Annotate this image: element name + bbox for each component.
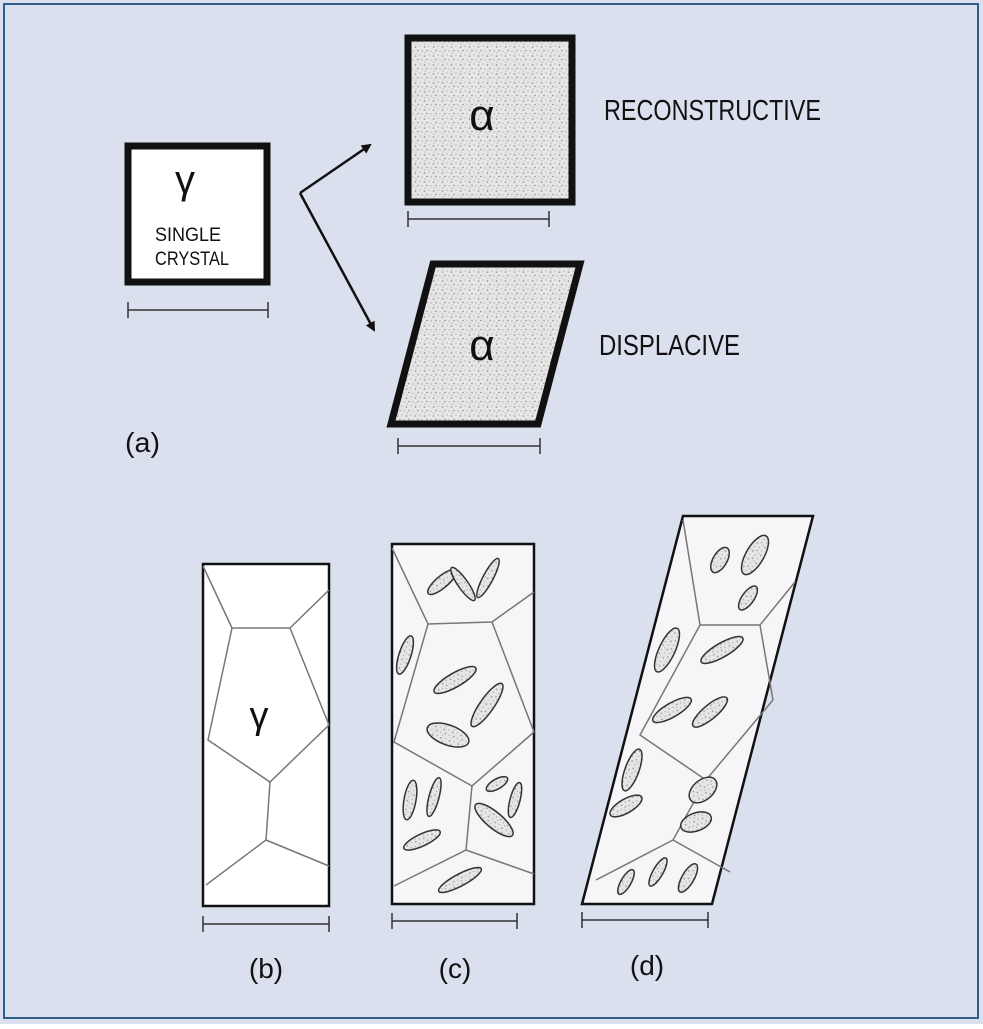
panel-c-label: (c)	[439, 953, 472, 984]
ferrite-plate	[474, 802, 514, 838]
ferrite-plate	[688, 776, 718, 804]
scale-bar-parent	[127, 302, 269, 318]
ferrite-plate	[470, 682, 504, 728]
arrow-to-reconstructive	[299, 143, 372, 195]
ferrite-plate	[402, 779, 418, 821]
ferrite-plate	[395, 635, 415, 675]
ferrite-plate	[476, 557, 500, 599]
frame-border	[3, 3, 979, 1019]
gamma-symbol: γ	[175, 158, 195, 202]
ferrite-plate	[691, 696, 729, 728]
panel-d-label: (d)	[630, 950, 664, 981]
ferrite-plate	[433, 665, 477, 695]
grain-boundaries-b	[202, 565, 330, 886]
ferrite-plate	[737, 585, 759, 611]
panel-d: (d)	[580, 514, 815, 981]
scale-bar-displacive	[397, 438, 541, 454]
displacive-label: DISPLACIVE	[599, 330, 740, 362]
alpha-symbol-displacive: α	[469, 321, 494, 370]
gamma-symbol-b: γ	[250, 695, 269, 737]
reconstructive-alpha-box	[404, 34, 576, 206]
crystal-label: CRYSTAL	[155, 249, 229, 270]
ferrite-plates-d	[609, 534, 770, 896]
ferrite-plate	[507, 781, 523, 819]
ferrite-plate	[402, 829, 442, 851]
scale-bar-d	[581, 912, 709, 928]
ferrite-plate	[426, 776, 442, 818]
panel-b-label: (b)	[249, 953, 283, 984]
ferrite-plate	[437, 866, 483, 894]
scale-bar-c	[391, 913, 518, 929]
displacive-alpha-parallelogram	[386, 260, 585, 428]
panel-b: γ (b)	[201, 562, 331, 984]
ferrite-plate	[450, 566, 476, 602]
arrow-to-displacive	[298, 192, 376, 332]
ferrite-plate	[700, 635, 744, 665]
scale-bar-b	[202, 916, 330, 932]
panel-a-label: (a)	[125, 427, 160, 458]
ferrite-plate	[426, 722, 470, 748]
ferrite-plate	[485, 775, 509, 793]
ferrite-plate	[609, 794, 643, 818]
ferrite-plate	[648, 857, 668, 887]
ferrite-plates-c	[395, 557, 523, 894]
alpha-symbol-reconstructive: α	[469, 91, 494, 140]
scale-bar-reconstructive	[407, 211, 550, 227]
displacive-microstructure-parallelogram	[580, 514, 815, 906]
ferrite-plate	[740, 534, 770, 576]
ferrite-plate	[621, 748, 643, 792]
ferrite-plate	[651, 696, 693, 724]
ferrite-plate	[677, 863, 699, 893]
reconstructive-label: RECONSTRUCTIVE	[604, 95, 821, 127]
single-label: SINGLE	[155, 225, 221, 246]
ferrite-plate	[679, 811, 713, 833]
grain-boundaries-d	[595, 519, 796, 881]
panel-c: (c)	[390, 542, 536, 984]
panel-a: γ SINGLE CRYSTAL α RECONSTRUCTIVE α DISP…	[124, 34, 821, 458]
grain-boundaries-c	[391, 547, 535, 887]
ferrite-plate	[617, 868, 635, 896]
gamma-single-crystal-box	[124, 142, 271, 286]
ferrite-plate	[709, 546, 731, 574]
ferrite-plate	[653, 627, 681, 673]
austenite-grains-box	[201, 562, 331, 908]
